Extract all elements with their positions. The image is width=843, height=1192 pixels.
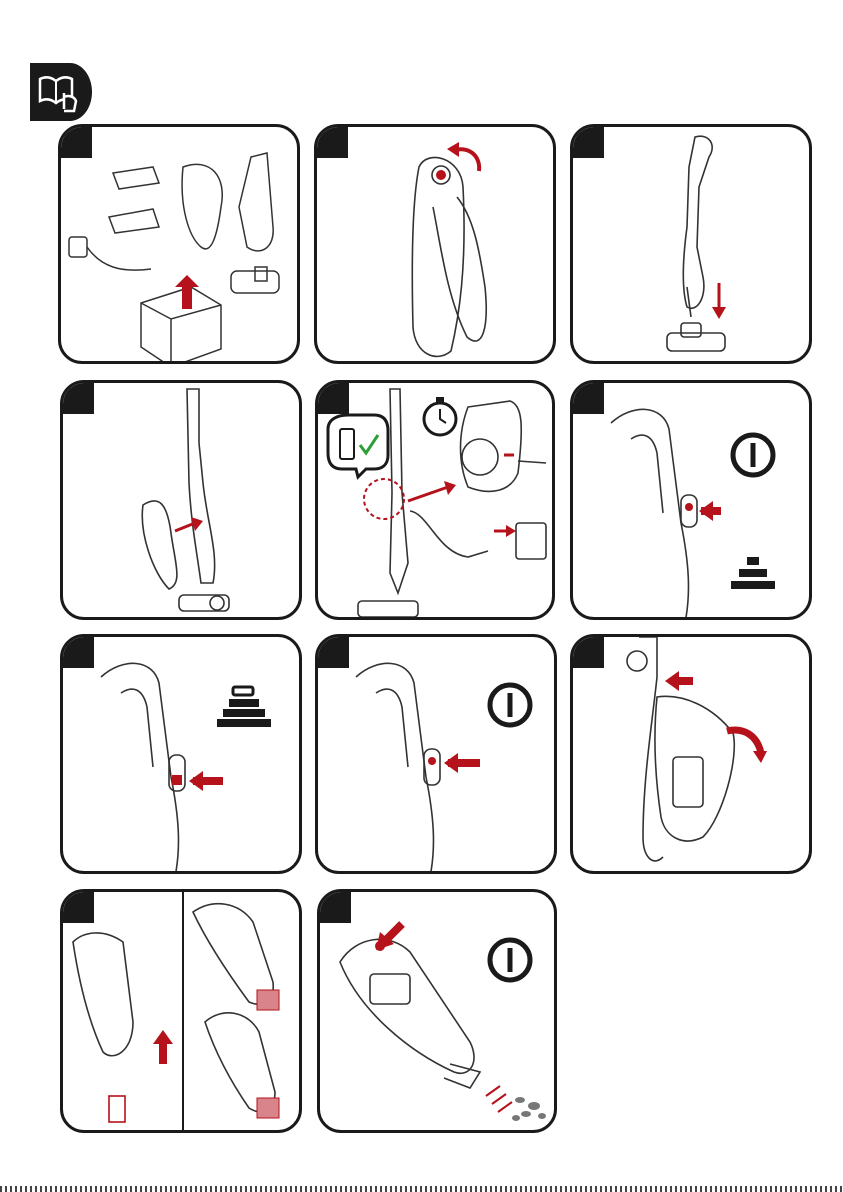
step-9-panel xyxy=(570,634,812,874)
step-6-panel xyxy=(570,380,812,620)
rotate-handle-illustration xyxy=(317,127,556,364)
insert-handheld-unit-illustration xyxy=(63,383,302,620)
power-off-button-illustration xyxy=(318,637,557,874)
step-11-panel xyxy=(317,889,557,1133)
empty-dust-cup-illustration xyxy=(320,892,557,1133)
power-level-button-illustration xyxy=(63,637,302,874)
charging-illustration xyxy=(318,383,555,620)
attach-crevice-tool-illustration xyxy=(63,892,302,1133)
page-bottom-edge xyxy=(0,1186,843,1192)
step-7-panel xyxy=(60,634,302,874)
step-1-panel xyxy=(58,124,300,364)
step-3-panel xyxy=(570,124,812,364)
release-handheld-illustration xyxy=(573,637,812,874)
attach-floor-head-illustration xyxy=(573,127,812,364)
step-8-panel xyxy=(315,634,557,874)
step-4-panel xyxy=(60,380,302,620)
step-5-panel xyxy=(315,380,555,620)
manual-section-icon xyxy=(30,63,92,121)
step-10-panel xyxy=(60,889,302,1133)
step-2-panel xyxy=(314,124,556,364)
unboxing-parts-illustration xyxy=(61,127,300,364)
power-on-button-illustration xyxy=(573,383,812,620)
